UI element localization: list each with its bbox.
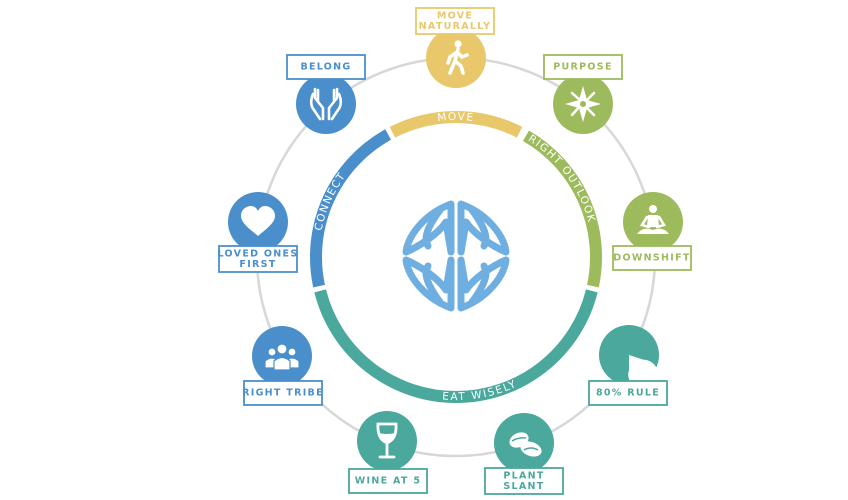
node-label-text: DOWNSHIFT: [613, 253, 690, 264]
node-80-rule: 80% RULE: [588, 325, 668, 406]
node-label-box: [286, 54, 366, 80]
meditating-person-icon: [637, 205, 669, 234]
node-label-text: PLANT: [503, 470, 544, 481]
node-label-box: [612, 245, 692, 271]
node-label-text: BELONG: [300, 62, 351, 73]
node-label-box: [348, 468, 428, 494]
node-label-text: SLANT: [503, 481, 544, 492]
node-label-box: [243, 380, 323, 406]
segment-label-connect: CONNECT: [313, 170, 349, 232]
group-people-icon: [264, 343, 300, 371]
node-label-box: [588, 380, 668, 406]
blue-zones-logo-icon: [402, 200, 510, 312]
node-downshift: DOWNSHIFT: [612, 192, 692, 271]
node-label-text: 80% RULE: [596, 388, 660, 399]
node-belong: BELONG: [286, 54, 366, 134]
segment-label-right-outlook: RIGHT OUTLOOK: [526, 133, 598, 225]
compass-star-icon: [565, 86, 601, 122]
segment-move: [389, 111, 523, 138]
segment-label-eat-wisely: EAT WISELY: [442, 378, 519, 403]
segment-right-outlook: [522, 130, 602, 288]
node-circle: [252, 326, 312, 386]
node-wine-at-5: WINE AT 5: [348, 411, 428, 494]
segment-eat-wisely: [314, 289, 598, 403]
node-label-text: FIRST: [239, 259, 276, 270]
node-label-text: NATURALLY: [419, 21, 492, 32]
node-label-box: [484, 467, 564, 495]
node-label-text: PURPOSE: [553, 62, 612, 73]
node-label-box: [218, 245, 298, 273]
heart-icon: [241, 206, 275, 236]
wine-glass-icon: [376, 422, 398, 459]
node-label-text: WINE AT 5: [355, 476, 421, 487]
hands-icon: [309, 87, 343, 121]
segment-label-move: MOVE: [437, 111, 476, 124]
node-label-text: RIGHT TRIBE: [242, 388, 324, 399]
node-label-box: [543, 54, 623, 80]
node-right-tribe: RIGHT TRIBE: [242, 326, 324, 406]
node-purpose: PURPOSE: [543, 54, 623, 134]
walking-person-icon: [446, 40, 469, 75]
inner-segments: [310, 111, 602, 403]
beans-icon: [509, 432, 542, 457]
segment-connect: [310, 129, 392, 288]
node-circle: [296, 74, 356, 134]
node-label-text: LOVED ONES: [218, 248, 299, 259]
node-label-box: [415, 7, 495, 35]
node-label-text: MOVE: [437, 10, 473, 21]
